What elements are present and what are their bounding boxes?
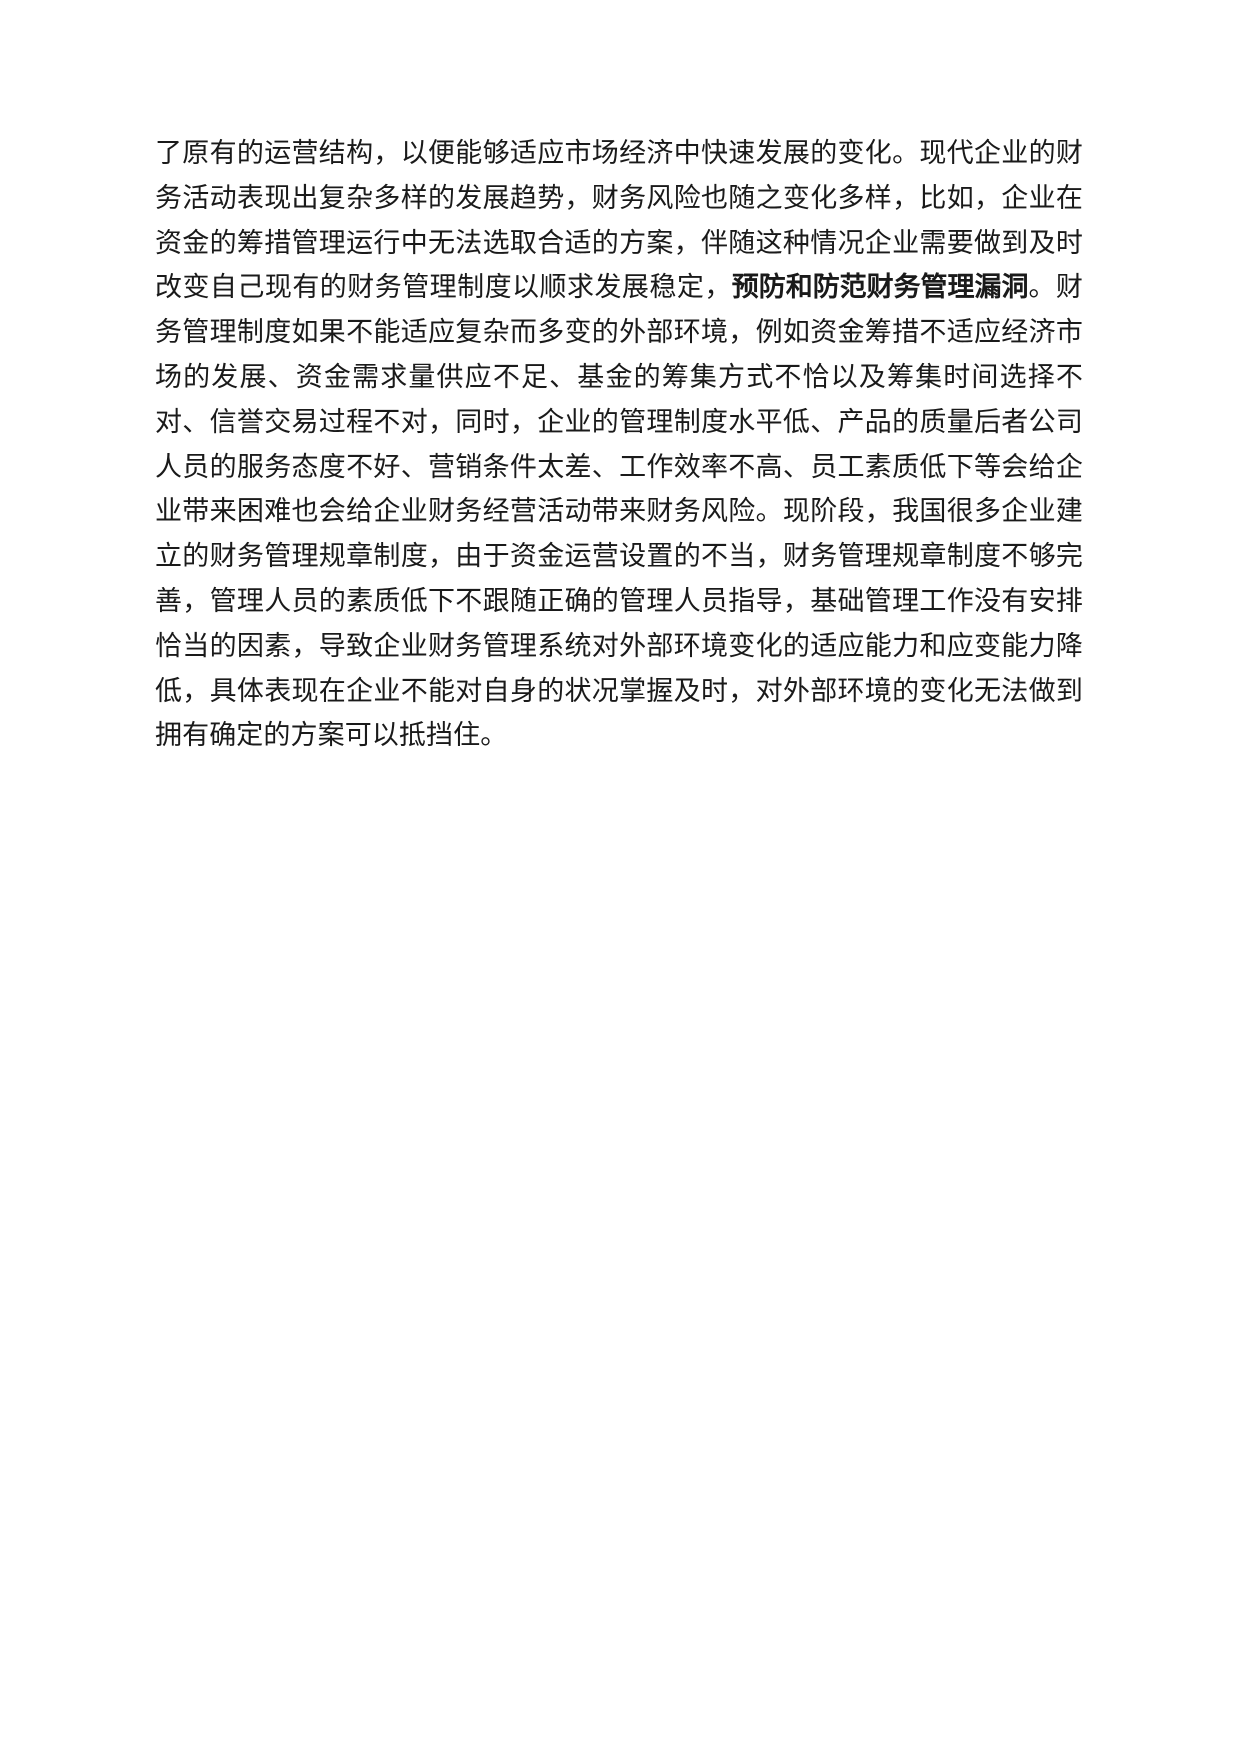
body-paragraph: 了原有的运营结构，以便能够适应市场经济中快速发展的变化。现代企业的财务活动表现出… [155, 132, 1083, 759]
paragraph-run-1: 了原有的运营结构，以便能够适应市场经济中快速发展的变化。现代企业的财务活动表现出… [155, 138, 1083, 304]
paragraph-run-2: 。财务管理制度如果不能适应复杂而多变的外部环境，例如资金筹措不适应经济市场的发展… [155, 272, 1084, 752]
paragraph-run-bold: 预防和防范财务管理漏洞 [731, 272, 1029, 304]
page-content-area: 了原有的运营结构，以便能够适应市场经济中快速发展的变化。现代企业的财务活动表现出… [155, 132, 1083, 759]
